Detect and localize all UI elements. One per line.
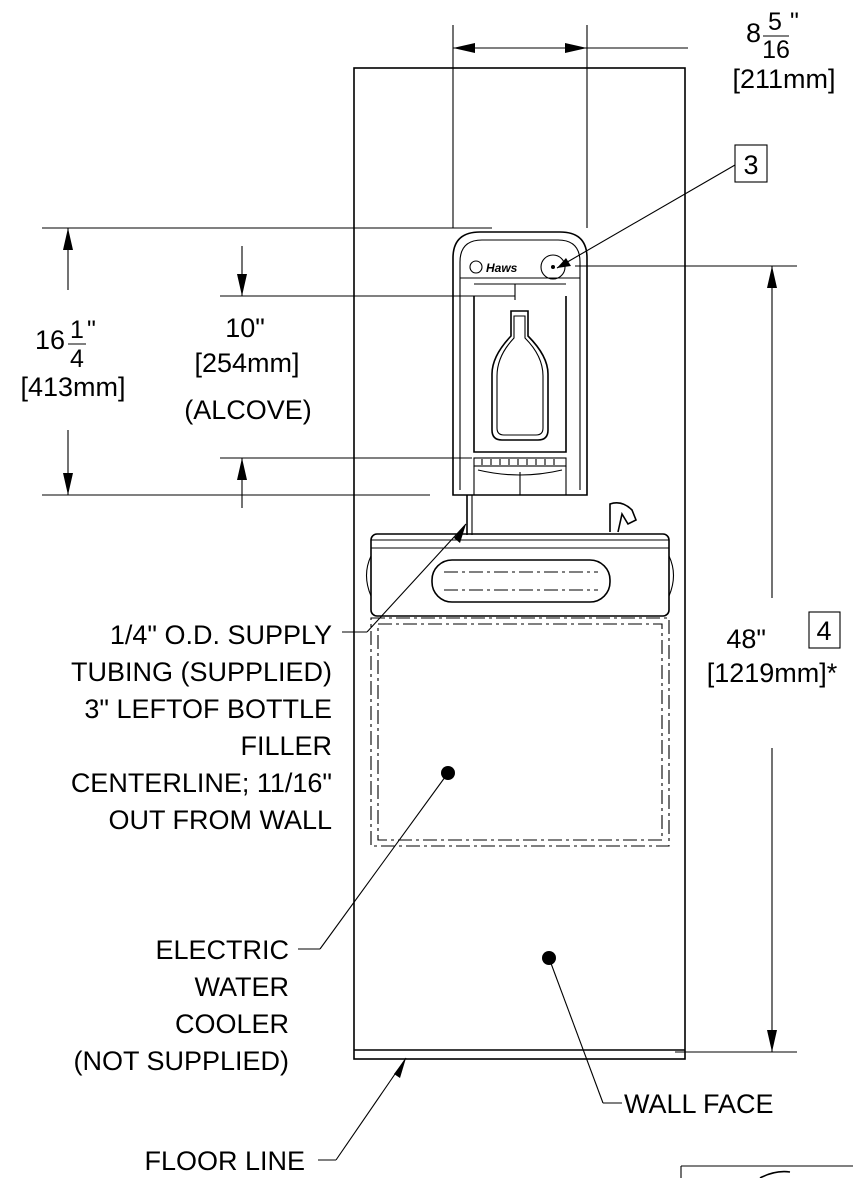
- supply-note-line-4: FILLER: [240, 731, 332, 761]
- bottle-icon: [491, 310, 549, 441]
- alcove-mm: [254mm]: [194, 348, 299, 378]
- callout-3: 3: [556, 144, 768, 269]
- callout-4-label: 4: [816, 616, 831, 646]
- width-mm: [211mm]: [732, 64, 835, 94]
- bubbler: [609, 502, 638, 533]
- wall-face-leader: [548, 957, 622, 1104]
- callout-4: 4: [808, 611, 841, 649]
- haws-logo: Haws: [469, 260, 518, 275]
- floor-line-leader: [318, 1057, 407, 1161]
- cooler-note-line-2: WATER: [195, 972, 290, 1002]
- floor-line-label: FLOOR LINE: [144, 1146, 305, 1176]
- cooler-note-line-4: (NOT SUPPLIED): [73, 1046, 289, 1076]
- overall-height-label: 16 1 4 " [413mm]: [20, 316, 125, 402]
- supply-note-line-6: OUT FROM WALL: [108, 805, 332, 835]
- mount-height-mm: [1219mm]*: [707, 658, 838, 688]
- cooler-note-line-1: ELECTRIC: [155, 935, 289, 965]
- width-dimension-label: 8 5 16 " [211mm]: [732, 8, 835, 94]
- wall-face-outline: [353, 67, 686, 1060]
- width-whole: 8: [746, 18, 761, 48]
- alcove-label: (ALCOVE): [184, 395, 312, 425]
- alcove-inches: 10": [225, 313, 265, 343]
- mount-height-inches: 48": [726, 624, 766, 654]
- supply-tubing-leader: [342, 523, 467, 633]
- supply-note-line-5: CENTERLINE; 11/16": [71, 768, 332, 798]
- width-dimension: [452, 25, 688, 228]
- overall-whole: 16: [35, 325, 65, 355]
- overall-mm: [413mm]: [20, 372, 125, 402]
- supply-tubing-note: 1/4" O.D. SUPPLY TUBING (SUPPLIED) 3" LE…: [71, 620, 332, 835]
- alcove-panel: [473, 296, 567, 453]
- overall-denominator: 4: [70, 345, 84, 373]
- water-cooler-body: [365, 502, 675, 617]
- supply-note-line-2: TUBING (SUPPLIED): [71, 657, 332, 687]
- supply-note-line-1: 1/4" O.D. SUPPLY: [110, 620, 332, 650]
- alcove-dimension: 10" [254mm] (ALCOVE): [184, 246, 515, 508]
- width-unit: ": [790, 8, 799, 36]
- bottle-filler-unit: Haws: [452, 231, 588, 496]
- callout-3-label: 3: [743, 150, 758, 180]
- mount-height-dimension: 48" [1219mm]*: [575, 265, 838, 1053]
- water-cooler-note: ELECTRIC WATER COOLER (NOT SUPPLIED): [73, 935, 289, 1076]
- width-numerator: 5: [768, 8, 782, 36]
- width-denominator: 16: [762, 36, 790, 64]
- cooler-note-line-3: COOLER: [175, 1009, 289, 1039]
- supply-note-line-3: 3" LEFTOF BOTTLE: [84, 694, 332, 724]
- haws-logo-text: Haws: [486, 261, 518, 275]
- overall-unit: ": [87, 316, 96, 344]
- drain-grille: [481, 459, 555, 465]
- wall-face-label: WALL FACE: [624, 1089, 774, 1119]
- water-cooler-cabinet: [370, 617, 670, 847]
- sensor-button: [540, 254, 566, 280]
- corner-fragment: [680, 1165, 853, 1178]
- overall-height-dimension: [42, 227, 492, 496]
- cooler-leader: [298, 772, 449, 950]
- overall-numerator: 1: [70, 316, 84, 344]
